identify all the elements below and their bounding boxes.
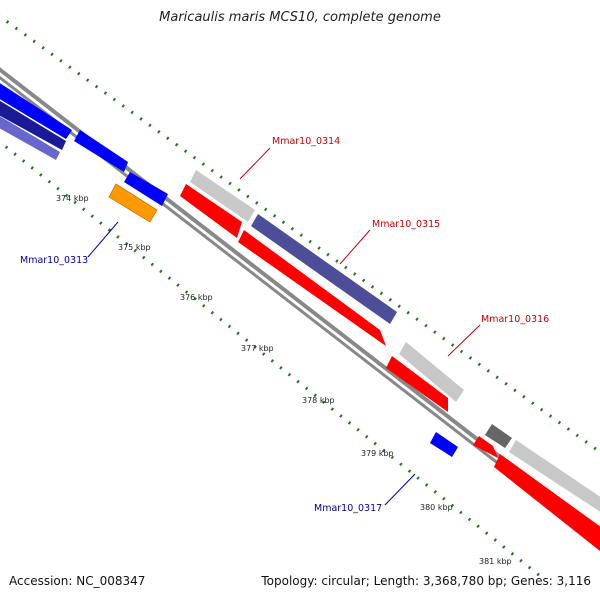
gc-segment-dark [251, 214, 397, 324]
gc-segment [399, 342, 464, 402]
outer-tick-guide [0, 14, 600, 454]
genome-summary-text: Topology: circular; Length: 3,368,780 bp… [261, 574, 591, 588]
tick-label: 374 kbp [56, 194, 89, 203]
tick-label: 377 kbp [241, 344, 274, 353]
gene-label-mmar10-0314[interactable]: Mmar10_0314 [272, 136, 340, 147]
gene-label-mmar10-0316[interactable]: Mmar10_0316 [481, 314, 549, 325]
forward-cds-arrow[interactable] [494, 454, 600, 555]
leader-line-mmar10-0315 [339, 229, 371, 265]
map-title: Maricaulis maris MCS10, complete genome [159, 10, 441, 25]
reverse-cds-arrow[interactable] [0, 80, 72, 139]
tick-label: 380 kbp [420, 503, 453, 512]
accession-text: Accession: NC_008347 [9, 574, 146, 588]
reverse-strand-features [0, 80, 458, 457]
forward-strand-features [180, 184, 600, 555]
gene-label-mmar10-0317[interactable]: Mmar10_0317 [314, 503, 382, 514]
tick-label: 381 kbp [479, 557, 512, 566]
reverse-cds-light[interactable] [0, 115, 60, 160]
gc-segment [190, 170, 255, 222]
reverse-cds-arrow[interactable] [430, 432, 458, 457]
gc-segment [509, 440, 600, 512]
other-feature-orange[interactable] [108, 183, 158, 223]
forward-cds-arrow[interactable] [386, 356, 448, 412]
reverse-cds-dark[interactable] [0, 96, 66, 150]
forward-cds-arrow[interactable] [238, 230, 386, 346]
tick-label: 375 kbp [118, 243, 151, 252]
gc-track [190, 170, 600, 512]
tick-label: 376 kbp [180, 293, 213, 302]
tick-label: 379 kbp [361, 449, 394, 458]
forward-cds-arrow[interactable] [473, 436, 498, 458]
forward-cds-arrow[interactable] [180, 184, 242, 238]
gene-label-mmar10-0313[interactable]: Mmar10_0313 [20, 255, 88, 266]
tick-label: 378 kbp [302, 396, 335, 405]
reverse-cds-arrow[interactable] [124, 172, 168, 206]
reverse-cds-arrow[interactable] [74, 130, 128, 172]
leader-line-mmar10-0314 [239, 147, 271, 180]
leader-line-mmar10-0316 [447, 324, 481, 357]
gc-segment-dark [485, 424, 512, 448]
leader-line-mmar10-0317 [384, 473, 416, 506]
leader-line-mmar10-0313 [87, 221, 119, 258]
gene-label-mmar10-0315[interactable]: Mmar10_0315 [372, 219, 440, 230]
